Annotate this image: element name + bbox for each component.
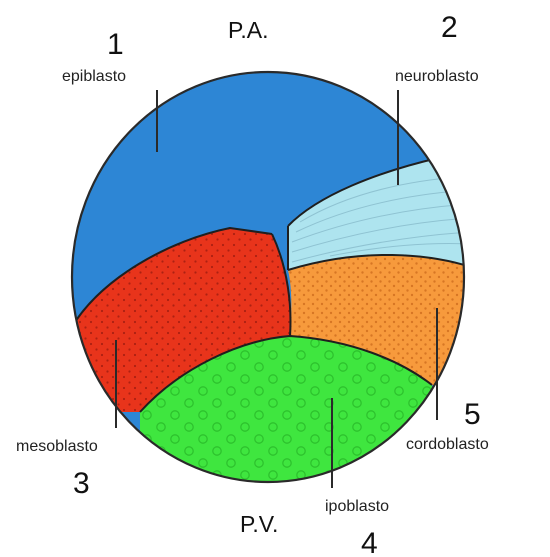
hypoblast-number: 4 (361, 527, 378, 557)
mesoblast-label: mesoblasto (16, 438, 98, 455)
vegetal-pole-label: P.V. (240, 511, 278, 537)
neuroblast-number: 2 (441, 11, 458, 44)
chordoblast-number: 5 (464, 398, 481, 431)
egg-outline (70, 70, 466, 484)
mesoblast-number: 3 (73, 467, 90, 500)
chordoblast-label: cordoblasto (406, 436, 489, 453)
epiblast-number: 1 (107, 28, 124, 61)
neuroblast-region (288, 158, 464, 270)
animal-pole-label: P.A. (228, 17, 269, 43)
leader-lines (115, 90, 438, 488)
hypoblast-label: ipoblasto (325, 498, 389, 515)
region-boundaries (72, 157, 464, 413)
neuroblast-label: neuroblasto (395, 68, 479, 85)
epiblast-label: epiblasto (62, 68, 126, 85)
